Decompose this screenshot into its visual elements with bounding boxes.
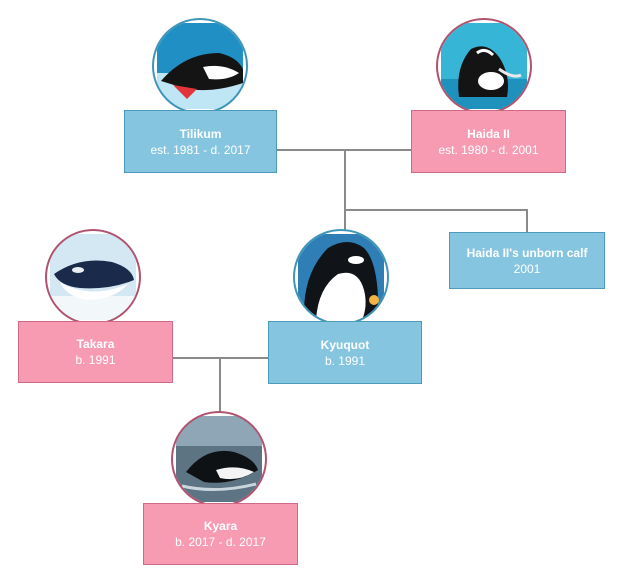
person-dates: est. 1981 - d. 2017 — [150, 142, 251, 157]
person-name: Kyara — [203, 519, 238, 533]
orca-photo — [171, 411, 267, 507]
person-name: Takara — [76, 337, 115, 351]
person-dates: b. 1991 — [75, 353, 116, 367]
person-dates: b. 2017 - d. 2017 — [175, 535, 266, 549]
person-dates: 2001 — [513, 261, 541, 276]
person-name: Tilikum — [179, 126, 222, 141]
person-name: Kyuquot — [320, 337, 370, 352]
person-dates: b. 1991 — [324, 353, 366, 368]
orca-photo — [436, 18, 532, 114]
orca-photo — [152, 18, 248, 114]
orca-photo — [293, 229, 389, 325]
orca-photo — [45, 229, 141, 325]
person-name: Haida II — [467, 126, 510, 141]
person-dates: est. 1980 - d. 2001 — [438, 142, 539, 157]
person-name: Haida II's unborn calf — [466, 245, 588, 260]
